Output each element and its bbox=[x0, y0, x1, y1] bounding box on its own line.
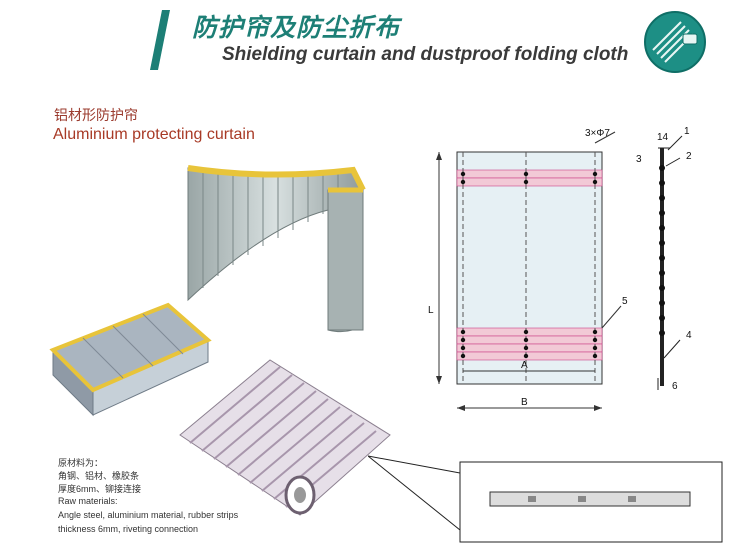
side-callout-2: 2 bbox=[686, 151, 692, 162]
section-title-en: Aluminium protecting curtain bbox=[53, 126, 255, 143]
section-title-cn: 铝材形防护帘 bbox=[54, 108, 138, 124]
side-view-drawing bbox=[640, 128, 700, 402]
page-title-cn: 防护帘及防尘折布 bbox=[192, 13, 401, 42]
side-callout-4: 4 bbox=[686, 330, 692, 341]
box-curtain-illustration bbox=[48, 300, 213, 424]
rolled-slat-curtain-illustration bbox=[170, 355, 400, 524]
materials-line-4: Raw materials: bbox=[58, 496, 118, 506]
materials-line-5: Angle steel, aluminium material, rubber … bbox=[58, 510, 239, 520]
materials-line-2: 角钢、铝材、橡胶条 bbox=[58, 471, 140, 481]
side-dim-14-label: 14 bbox=[657, 132, 669, 143]
side-callout-6: 6 bbox=[672, 381, 678, 392]
curved-curtain-illustration bbox=[178, 150, 378, 344]
dim-l-label: L bbox=[428, 305, 434, 316]
page-title-en: Shielding curtain and dustproof folding … bbox=[222, 44, 629, 65]
dim-b-label: B bbox=[521, 397, 528, 408]
front-view-drawing bbox=[425, 128, 630, 422]
header-divider bbox=[150, 10, 170, 70]
dim-a-label: A bbox=[521, 360, 528, 371]
joint-detail-callout bbox=[367, 448, 728, 552]
curtain-logo-icon bbox=[643, 10, 707, 78]
hole-spec-label: 3×Φ7 bbox=[585, 128, 610, 139]
materials-line-1: 原材料为： bbox=[58, 458, 104, 468]
side-callout-3: 3 bbox=[636, 154, 642, 165]
materials-line-6: thickness 6mm, riveting connection bbox=[58, 524, 199, 534]
materials-line-3: 厚度6mm、铆接连接 bbox=[58, 484, 141, 494]
side-callout-1: 1 bbox=[684, 126, 690, 137]
callout-5-label: 5 bbox=[622, 296, 628, 307]
